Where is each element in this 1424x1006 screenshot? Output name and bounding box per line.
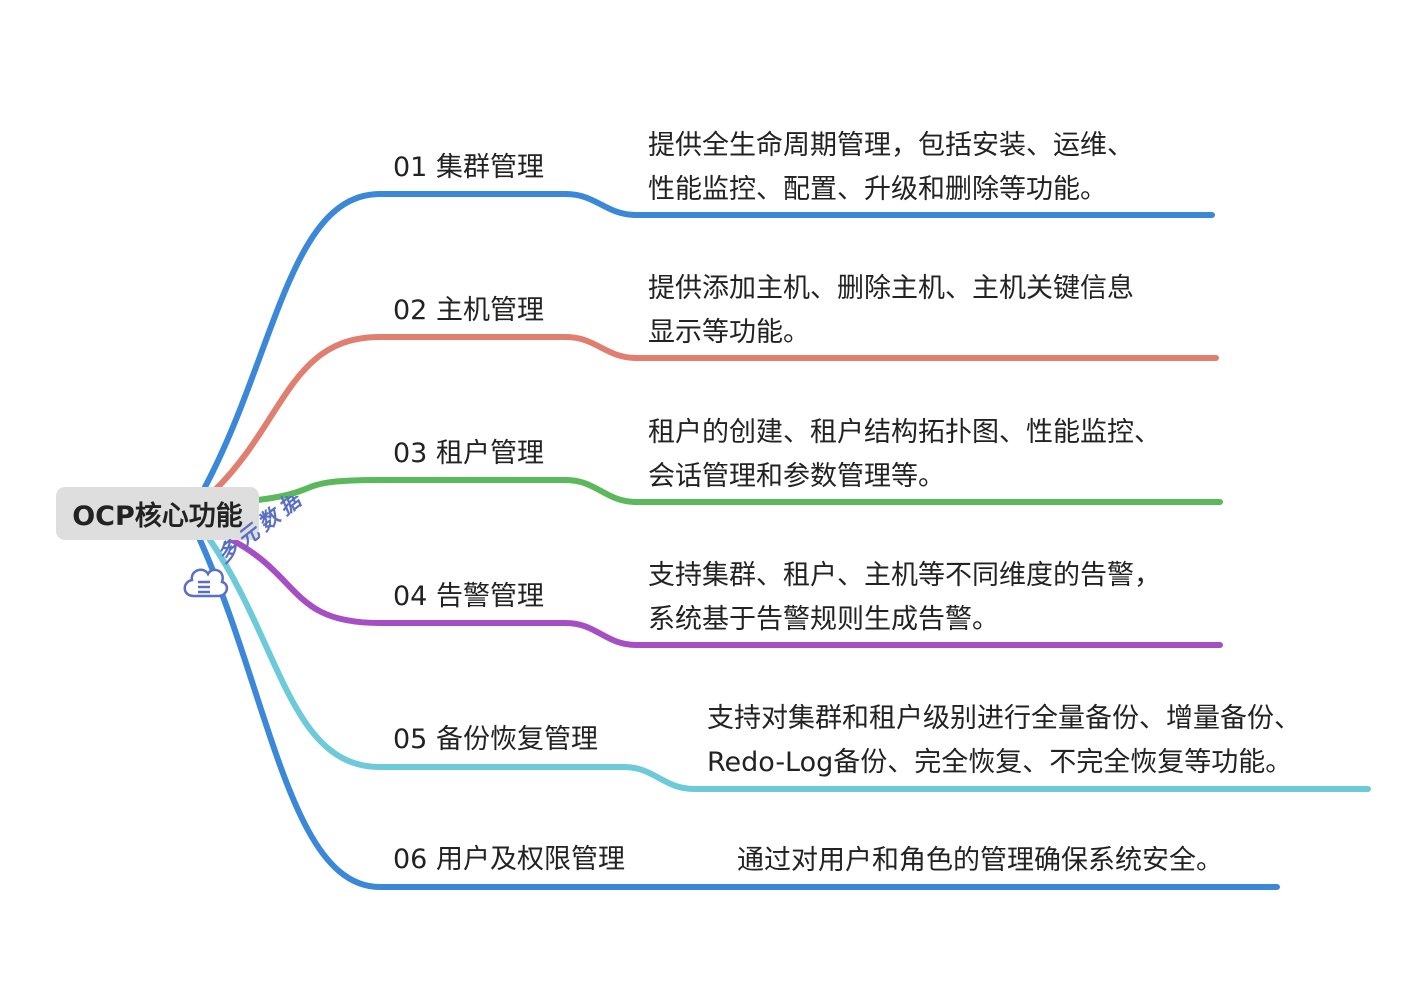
cloud-icon <box>183 568 229 598</box>
description-line: 支持对集群和租户级别进行全量备份、增量备份、 <box>707 703 1301 734</box>
branch-label[interactable]: 03 租户管理 <box>393 438 544 469</box>
branch-label[interactable]: 06 用户及权限管理 <box>393 844 625 875</box>
branch-connector <box>202 191 1215 490</box>
branch-connector <box>212 334 1219 493</box>
description-line: 会话管理和参数管理等。 <box>648 461 945 492</box>
branch-label[interactable]: 02 主机管理 <box>393 295 544 326</box>
description-line: 提供全生命周期管理，包括安装、运维、 <box>648 130 1134 161</box>
watermark-text: 多元数据 <box>212 496 309 568</box>
branch-description[interactable]: 支持集群、租户、主机等不同维度的告警， 系统基于告警规则生成告警。 <box>648 554 1161 642</box>
branch-description[interactable]: 租户的创建、租户结构拓扑图、性能监控、会话管理和参数管理等。 <box>648 411 1161 499</box>
description-line: 显示等功能。 <box>648 317 810 348</box>
branch-connector <box>229 537 1223 648</box>
description-line: 租户的创建、租户结构拓扑图、性能监控、 <box>648 417 1161 448</box>
description-line: 通过对用户和角色的管理确保系统安全。 <box>737 845 1223 876</box>
branch-description[interactable]: 通过对用户和角色的管理确保系统安全。 <box>737 839 1223 883</box>
branch-connector <box>207 537 1371 792</box>
branch-connector <box>255 477 1223 505</box>
root-label: OCP核心功能 <box>72 501 243 532</box>
branch-label[interactable]: 01 集群管理 <box>393 152 544 183</box>
description-line: 提供添加主机、删除主机、主机关键信息 <box>648 273 1134 304</box>
branch-label[interactable]: 05 备份恢复管理 <box>393 724 598 755</box>
branch-description[interactable]: 提供添加主机、删除主机、主机关键信息显示等功能。 <box>648 267 1134 355</box>
description-line: 支持集群、租户、主机等不同维度的告警， <box>648 560 1161 591</box>
root-node[interactable]: OCP核心功能 <box>56 487 259 540</box>
branch-description[interactable]: 提供全生命周期管理，包括安装、运维、性能监控、配置、升级和删除等功能。 <box>648 124 1134 212</box>
watermark-logo: 多元数据 <box>180 484 340 606</box>
branch-description[interactable]: 支持对集群和租户级别进行全量备份、增量备份、 Redo-Log备份、完全恢复、不完… <box>707 697 1301 785</box>
description-line: 性能监控、配置、升级和删除等功能。 <box>648 174 1107 205</box>
branch-label[interactable]: 04 告警管理 <box>393 581 544 612</box>
description-line: Redo-Log备份、完全恢复、不完全恢复等功能。 <box>707 747 1293 778</box>
description-line: 系统基于告警规则生成告警。 <box>648 604 999 635</box>
branch-connector <box>197 537 1280 890</box>
connector-group <box>197 191 1371 890</box>
